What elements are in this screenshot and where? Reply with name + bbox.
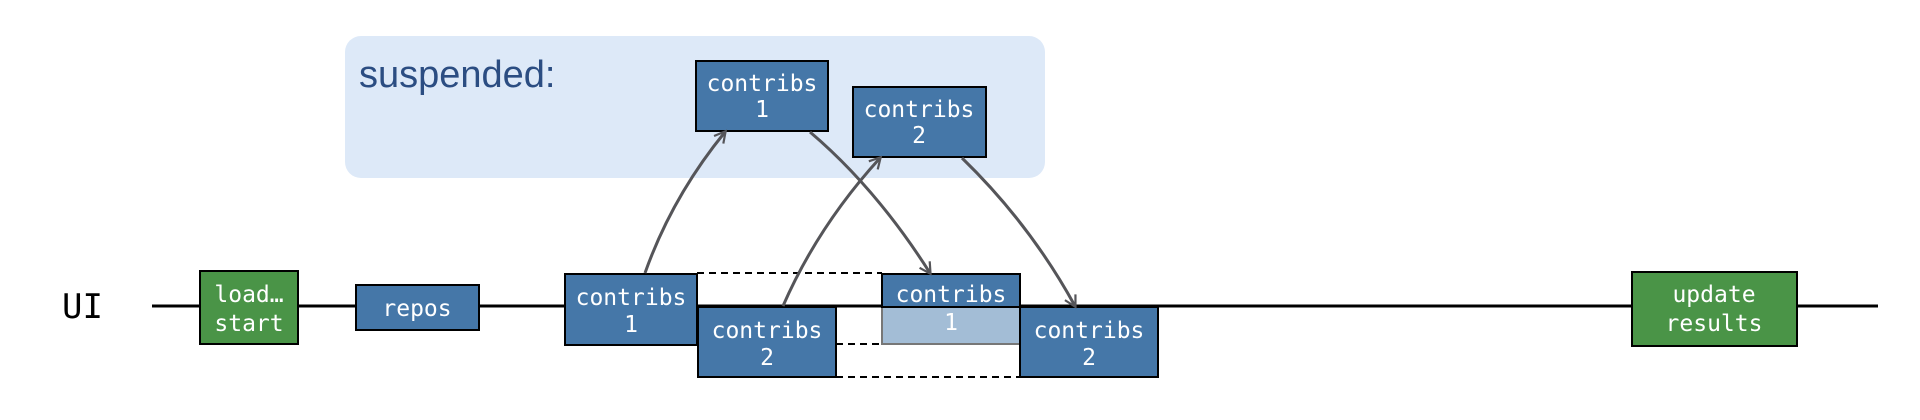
svg-text:results: results	[1666, 311, 1763, 337]
task-load-start: load… start	[199, 270, 299, 345]
svg-text:contribs: contribs	[1034, 318, 1145, 344]
suspended-contribs-2: contribs 2	[852, 86, 987, 158]
svg-text:1: 1	[755, 97, 769, 123]
task-update-results: update results	[1631, 271, 1798, 347]
task-repos: repos	[355, 284, 480, 331]
svg-text:2: 2	[912, 123, 926, 149]
arrow-resume-contribs-1	[809, 130, 930, 273]
svg-text:contribs: contribs	[896, 282, 1007, 308]
svg-text:contribs: contribs	[707, 71, 818, 97]
task-contribs-1: contribs 1	[564, 273, 698, 346]
ui-thread-label: UI	[62, 287, 103, 327]
svg-text:repos: repos	[382, 296, 451, 322]
svg-text:1: 1	[624, 312, 638, 338]
task-contribs-2-resumed: contribs 2	[1019, 306, 1159, 378]
svg-text:contribs: contribs	[864, 97, 975, 123]
svg-text:2: 2	[1082, 345, 1096, 371]
svg-text:1: 1	[944, 310, 958, 336]
suspended-contribs-1: contribs 1	[695, 60, 829, 132]
suspended-label: suspended:	[359, 54, 556, 96]
svg-text:contribs: contribs	[576, 285, 687, 311]
task-contribs-2: contribs 2	[697, 306, 837, 378]
svg-text:update: update	[1672, 282, 1755, 308]
svg-text:contribs: contribs	[712, 318, 823, 344]
svg-text:load…: load…	[214, 282, 283, 308]
arrow-suspend-contribs-2	[781, 158, 880, 307]
arrow-resume-contribs-2	[960, 156, 1075, 306]
svg-text:start: start	[214, 311, 283, 337]
task-contribs-1-resumed: contribs 1	[881, 273, 1021, 345]
svg-text:2: 2	[760, 345, 774, 371]
arrow-suspend-contribs-1	[643, 132, 725, 274]
